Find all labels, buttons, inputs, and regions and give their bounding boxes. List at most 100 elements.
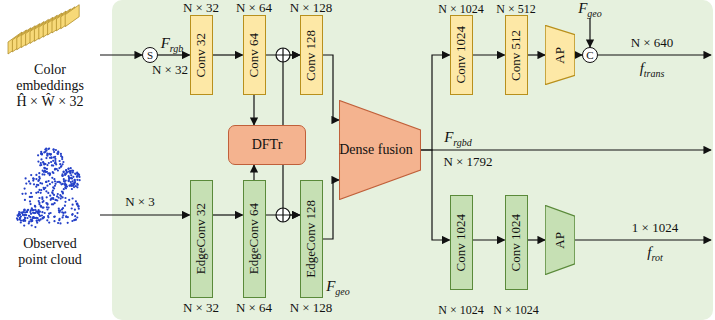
cloud-point: [74, 172, 76, 174]
cloud-point: [53, 148, 55, 150]
symbol-subscript: rot: [651, 252, 662, 263]
dimension-label: N × 128: [290, 300, 333, 316]
cloud-point: [25, 183, 27, 185]
cloud-point: [72, 213, 74, 215]
cloud-point: [73, 183, 75, 185]
cloud-point: [42, 207, 44, 209]
node-label: Color embeddings: [10, 62, 90, 94]
cloud-point: [45, 157, 47, 159]
cloud-point: [52, 197, 54, 199]
cloud-point: [46, 168, 48, 170]
cloud-point: [68, 168, 70, 170]
cloud-point: [38, 172, 40, 174]
node-label: Conv 1024: [454, 26, 469, 83]
cloud-point: [42, 217, 44, 219]
cloud-point: [30, 196, 32, 198]
node-label: Conv 32: [194, 33, 209, 77]
connector-arrow: [283, 55, 300, 125]
node-label: Observed point cloud: [10, 236, 90, 268]
node-label: AP: [553, 47, 568, 64]
cloud-point: [35, 192, 37, 194]
cloud-point: [36, 222, 38, 224]
embedding-slice: [65, 5, 79, 27]
feature-symbol: frot: [647, 244, 662, 266]
cloud-point: [62, 175, 64, 177]
cloud-point: [56, 195, 58, 197]
connector-arrow: [528, 54, 546, 55]
dftr-box: DFTr: [228, 125, 306, 165]
cloud-point: [41, 214, 43, 216]
cloud-point: [38, 212, 40, 214]
node-label: EdgeConv 32: [194, 203, 209, 274]
output-arrow: [432, 149, 711, 150]
sum-cross: [276, 48, 290, 62]
cloud-point: [62, 214, 64, 216]
conv-layer-box: EdgeConv 128: [300, 180, 323, 298]
cloud-point: [29, 216, 31, 218]
cloud-point: [41, 153, 43, 155]
cloud-point: [77, 173, 79, 175]
cloud-point: [37, 212, 39, 214]
cloud-point: [45, 181, 47, 183]
cloud-point: [54, 162, 56, 164]
cloud-point: [32, 217, 34, 219]
operator-circle: S: [142, 47, 158, 63]
dimension-label: N × 32: [183, 300, 219, 316]
cloud-point: [24, 188, 26, 190]
cloud-point: [64, 201, 66, 203]
cloud-point: [61, 158, 63, 160]
cloud-point: [49, 174, 51, 176]
connector-arrow: [473, 54, 505, 55]
cloud-point: [44, 167, 46, 169]
cloud-point: [32, 177, 34, 179]
cloud-point: [55, 183, 57, 185]
symbol-base: F: [161, 35, 170, 51]
cloud-point: [30, 174, 32, 176]
conv-layer-box: EdgeConv 32: [190, 180, 213, 298]
cloud-point: [25, 177, 27, 179]
cloud-point: [40, 162, 42, 164]
cloud-point: [24, 219, 26, 221]
cloud-point: [37, 180, 39, 182]
cloud-point: [43, 188, 45, 190]
dimension-label: N × 32: [152, 62, 188, 78]
cloud-point: [71, 185, 73, 187]
cloud-point: [68, 185, 70, 187]
cloud-point: [67, 216, 69, 218]
cloud-point: [53, 178, 55, 180]
cloud-point: [68, 180, 70, 182]
cloud-point: [53, 220, 55, 222]
cloud-point: [19, 214, 21, 216]
dimension-label: N × 128: [290, 0, 333, 16]
cloud-point: [54, 216, 56, 218]
cloud-point: [53, 151, 55, 153]
cloud-point: [52, 172, 54, 174]
symbol-base: F: [326, 278, 335, 294]
cloud-point: [57, 222, 59, 224]
cloud-point: [70, 181, 72, 183]
feature-symbol: Frgb: [161, 35, 184, 57]
sum-symbol: [276, 48, 290, 62]
cloud-point: [76, 176, 78, 178]
node-label: EdgeConv 128: [304, 200, 319, 278]
connector-arrow: [473, 239, 505, 240]
cloud-point: [29, 200, 31, 202]
dimension-label: N × 512: [496, 1, 535, 17]
connector-arrow: [213, 214, 243, 215]
cloud-point: [76, 176, 78, 178]
cloud-point: [24, 209, 26, 211]
cloud-point: [34, 206, 36, 208]
cloud-point: [58, 211, 60, 213]
cloud-point: [75, 173, 77, 175]
cloud-point: [77, 184, 79, 186]
cloud-point: [74, 179, 76, 181]
cloud-point: [72, 197, 74, 199]
conv-layer-box: Conv 32: [190, 15, 213, 95]
cloud-point: [70, 177, 72, 179]
connector-arrow: [323, 55, 340, 120]
cloud-point: [34, 212, 36, 214]
cloud-point: [59, 163, 61, 165]
dense-fusion-block: Dense fusion: [339, 100, 421, 200]
cloud-point: [68, 177, 70, 179]
cloud-point: [50, 161, 52, 163]
